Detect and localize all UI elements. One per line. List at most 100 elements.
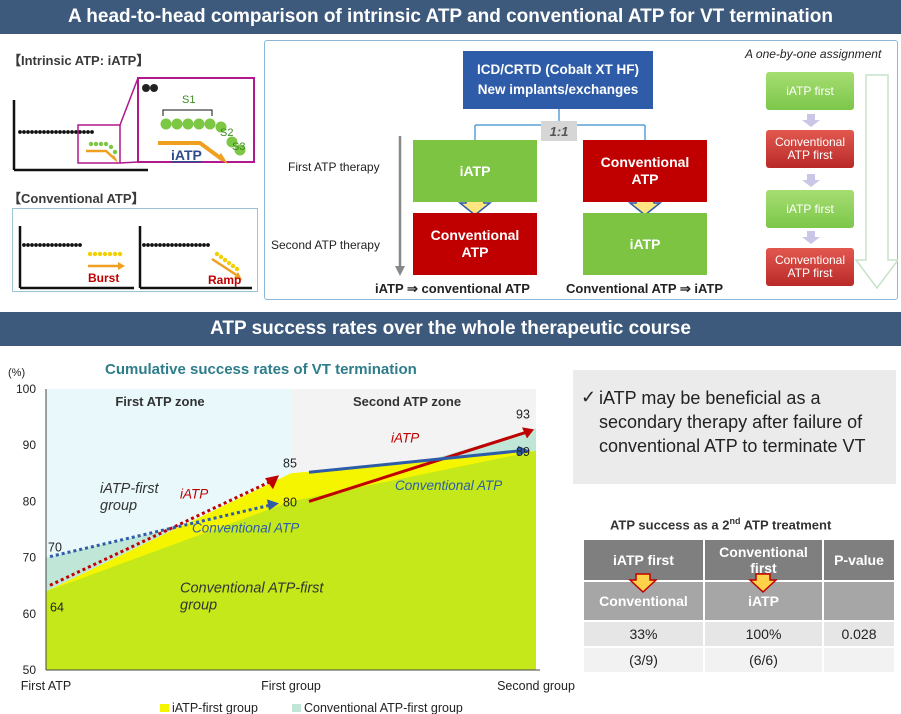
- ramp-beat-dot: [202, 243, 206, 247]
- conv-beat-dot: [26, 243, 30, 247]
- burst-label: Burst: [88, 271, 119, 285]
- conv-beat-dot: [70, 243, 74, 247]
- seq-box-3: iATP first: [766, 190, 854, 228]
- intrinsic-beat-dot: [86, 130, 90, 134]
- conv-beat-dot: [22, 243, 26, 247]
- conv-first-phase-arrowhead: [267, 499, 279, 511]
- th-pvalue: P-value: [824, 540, 894, 580]
- implant-line1: ICD/CRTD (Cobalt XT HF): [477, 62, 639, 77]
- ramp-beat-dot: [198, 243, 202, 247]
- y-tick-label: 70: [23, 551, 37, 565]
- legend-swatch-conv: [292, 704, 301, 712]
- legend-swatch-iatp: [160, 704, 169, 712]
- y-tick-label: 50: [23, 663, 37, 677]
- chart-title: Cumulative success rates of VT terminati…: [105, 361, 417, 378]
- left-second-box: Conventional ATP: [413, 213, 537, 275]
- conv-beat-dot: [30, 243, 34, 247]
- value-93: 93: [516, 407, 530, 421]
- table-down-arrow-2: [748, 573, 778, 594]
- td-rate-conv-text: 100%: [745, 626, 782, 642]
- iatp-arrow-label-2: iATP: [391, 430, 419, 445]
- conv-arrow-label-1: Conventional ATP: [192, 520, 299, 535]
- value-85: 85: [283, 456, 297, 470]
- conclusion-box: ✓ iATP may be beneficial as a secondary …: [573, 370, 896, 484]
- iatp-first-group-label-1: iATP-first: [100, 481, 160, 497]
- ramp-beat-dot: [206, 243, 210, 247]
- td-second-conv: Conventional: [584, 582, 703, 620]
- intrinsic-beat-dot: [38, 130, 42, 134]
- y-tick-label: 90: [23, 438, 37, 452]
- conv-beat-dot: [74, 243, 78, 247]
- conv-first-group-label-2: group: [180, 597, 217, 613]
- ramp-beat-dot: [166, 243, 170, 247]
- x-tick-label: First ATP: [21, 679, 71, 693]
- td-count-p: [824, 648, 894, 672]
- y-tick-label: 60: [23, 607, 37, 621]
- th-conv-first-text: Conventional first: [719, 544, 808, 576]
- conv-second-phase-arrowhead: [518, 445, 530, 456]
- conv-first-group-label-1: Conventional ATP-first: [180, 581, 324, 597]
- table-down-arrow-1: [628, 573, 658, 594]
- conv-arrow-label-2: Conventional ATP: [395, 478, 502, 493]
- conventional-illustration: Burst Ramp: [18, 226, 252, 290]
- results-table: iATP first Conventional first P-value Co…: [584, 540, 894, 672]
- bottom-title-banner: ATP success rates over the whole therape…: [0, 312, 901, 346]
- ramp-beat-dot: [186, 243, 190, 247]
- value-80: 80: [283, 495, 297, 509]
- s2-label: S2: [220, 127, 233, 139]
- table-title-sup: nd: [729, 516, 741, 526]
- ramp-beat-dot: [142, 243, 146, 247]
- th-iatp-first-text: iATP first: [613, 552, 674, 568]
- ramp-beat-dot: [162, 243, 166, 247]
- td-second-conv-text: Conventional: [599, 593, 688, 609]
- seq-text-4a: Conventional: [774, 253, 846, 267]
- seq-text-1: iATP first: [786, 83, 834, 98]
- conclusion-line-1: iATP may be beneficial as a: [599, 388, 821, 408]
- top-title: A head-to-head comparison of intrinsic A…: [68, 6, 833, 27]
- td-count-conv-text: (6/6): [749, 652, 778, 668]
- ramp-beat-dot: [194, 243, 198, 247]
- value-70: 70: [48, 541, 62, 555]
- intrinsic-beat-dot: [26, 130, 30, 134]
- x-tick-label: Second group: [497, 679, 575, 693]
- y-tick-label: 80: [23, 494, 37, 508]
- intrinsic-beat-dot: [54, 130, 58, 134]
- intrinsic-beat-dot: [50, 130, 54, 134]
- ramp-beat-dot: [154, 243, 158, 247]
- right-second-text: iATP: [629, 235, 661, 252]
- ramp-beat-dot: [178, 243, 182, 247]
- intrinsic-beat-dot: [22, 130, 26, 134]
- ramp-beat-dot: [146, 243, 150, 247]
- td-second-p: [824, 582, 894, 620]
- ramp-beat-dot: [174, 243, 178, 247]
- x-tick-label: First group: [261, 679, 321, 693]
- intrinsic-beat-dot: [34, 130, 38, 134]
- check-mark: ✓: [581, 387, 597, 407]
- conv-beat-dot: [46, 243, 50, 247]
- intrinsic-beat-dot: [30, 130, 34, 134]
- intrinsic-beat-dot: [62, 130, 66, 134]
- conv-beat-dot: [66, 243, 70, 247]
- conv-beat-dot: [34, 243, 38, 247]
- bottom-title: ATP success rates over the whole therape…: [210, 318, 691, 339]
- legend-label-iatp: iATP-first group: [172, 701, 258, 714]
- intrinsic-beat-dot: [66, 130, 70, 134]
- intrinsic-beat-dot: [82, 130, 86, 134]
- intrinsic-beat-dot: [70, 130, 74, 134]
- conclusion-line-3: conventional ATP to terminate VT: [599, 436, 866, 456]
- conv-first-phase-arrow: [49, 503, 270, 559]
- seq-text-3: iATP first: [786, 201, 834, 216]
- iatp-illus-label: iATP: [171, 147, 202, 163]
- td-second-iatp: iATP: [705, 582, 822, 620]
- seq-text-2b: ATP first: [787, 148, 833, 162]
- td-rate-iatp: 33%: [584, 622, 703, 646]
- second-therapy-label: Second ATP therapy: [271, 238, 380, 252]
- iatp-second-phase-arrow: [308, 430, 527, 503]
- y-tick-label: 100: [16, 382, 36, 396]
- table-title: ATP success as a 2nd ATP treatment: [610, 516, 831, 532]
- intrinsic-beat-dot: [74, 130, 78, 134]
- right-first-text-2: ATP: [631, 171, 659, 187]
- left-second-text-1: Conventional: [430, 227, 520, 243]
- td-count-iatp-text: (3/9): [629, 652, 658, 668]
- conclusion-line-2: secondary therapy after failure of: [599, 412, 863, 432]
